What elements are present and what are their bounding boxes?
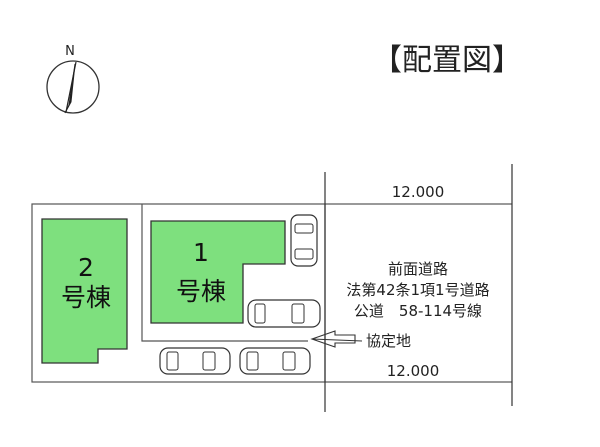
- building-2-label: 号棟: [61, 283, 111, 312]
- compass-circle: [46, 60, 100, 114]
- agreement-leader: [311, 338, 363, 342]
- agreement-label: 協定地: [366, 332, 411, 350]
- road-label-line3: 公道 58-114号線: [354, 302, 482, 320]
- car-icon: [290, 214, 318, 267]
- car-icon: [159, 347, 231, 375]
- north-compass: N: [46, 44, 100, 114]
- page-title: 【配置図】: [372, 43, 522, 78]
- building-2: [41, 218, 128, 364]
- lot-divider: [141, 204, 308, 342]
- building-2-number: 2: [78, 253, 94, 282]
- road-label-line2: 法第42条1項1号道路: [346, 281, 489, 299]
- building-1-number: 1: [193, 238, 209, 267]
- compass-needle-icon: [64, 63, 76, 114]
- building-1: [150, 220, 286, 324]
- car-icon: [247, 299, 321, 328]
- north-label: N: [65, 44, 75, 59]
- road-width-top: 12.000: [392, 183, 445, 201]
- road-label-line1: 前面道路: [388, 260, 448, 278]
- compass-needle-line: [65, 61, 77, 113]
- agreement-arrow-icon: [310, 330, 356, 348]
- car-icon: [239, 347, 311, 375]
- building-1-label: 号棟: [176, 277, 226, 306]
- road-width-bottom: 12.000: [387, 362, 440, 380]
